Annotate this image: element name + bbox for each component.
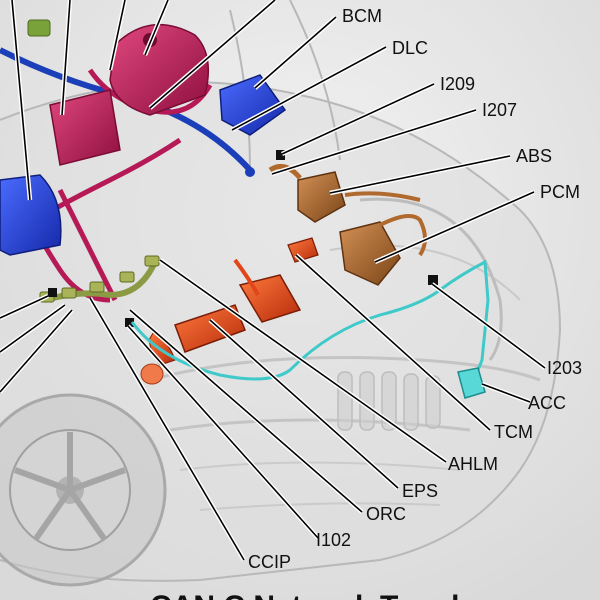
blue-harness-connector — [245, 167, 255, 177]
abs-module — [297, 171, 421, 223]
label-i209: I209 — [440, 74, 475, 94]
magenta-module-center — [49, 89, 121, 166]
grille-ghost — [337, 371, 441, 431]
pcm-module — [339, 214, 427, 286]
label-orc: ORC — [366, 504, 406, 524]
bronze-wire-dlc — [268, 163, 302, 180]
label-i207: I207 — [482, 100, 517, 120]
wheel-arch-ghost — [359, 197, 503, 361]
label-i203: I203 — [547, 358, 582, 378]
label-tcm: TCM — [494, 422, 533, 442]
i102-connector — [125, 318, 134, 327]
label-ahlm: AHLM — [448, 454, 498, 474]
blue-module-left — [0, 174, 62, 256]
orange-sensor — [140, 363, 164, 385]
acc-module — [457, 367, 486, 399]
can-network-wire — [130, 259, 490, 386]
i203-connector — [428, 275, 438, 285]
label-abs: ABS — [516, 146, 552, 166]
label-dlc: DLC — [392, 38, 428, 58]
label-i102: I102 — [316, 530, 351, 550]
label-bcm: BCM — [342, 6, 382, 26]
label-eps: EPS — [402, 481, 438, 501]
label-ccip: CCIP — [248, 552, 291, 572]
label-pcm: PCM — [540, 182, 580, 202]
diagram-caption: CAN C Network Topology — [150, 590, 513, 600]
wheel-ghost — [0, 393, 167, 587]
green-component — [27, 19, 51, 37]
leader-lines — [0, 0, 547, 562]
bcm-module — [219, 74, 287, 136]
orange-wire — [233, 258, 260, 296]
label-acc: ACC — [528, 393, 566, 413]
i209-connector — [276, 150, 285, 160]
black-connector-left — [48, 288, 57, 297]
callout-labels: BCM DLC I209 I207 ABS PCM I203 ACC TCM A… — [248, 6, 582, 572]
